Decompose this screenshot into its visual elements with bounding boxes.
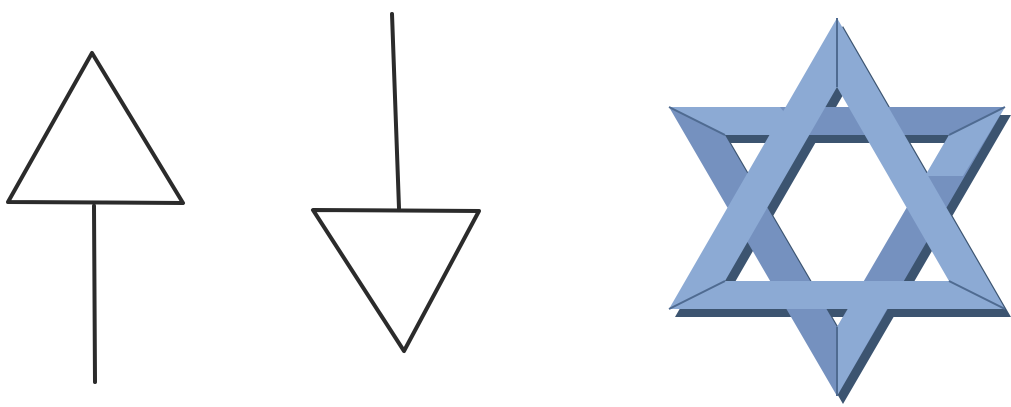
down-triangle-outline [313,210,479,351]
down-arrow-symbol [313,14,479,351]
up-triangle-stem [94,206,95,382]
up-triangle-outline [8,53,183,203]
up-arrow-symbol [8,53,183,382]
star-of-david [669,18,1011,404]
down-triangle-stem [392,14,399,208]
